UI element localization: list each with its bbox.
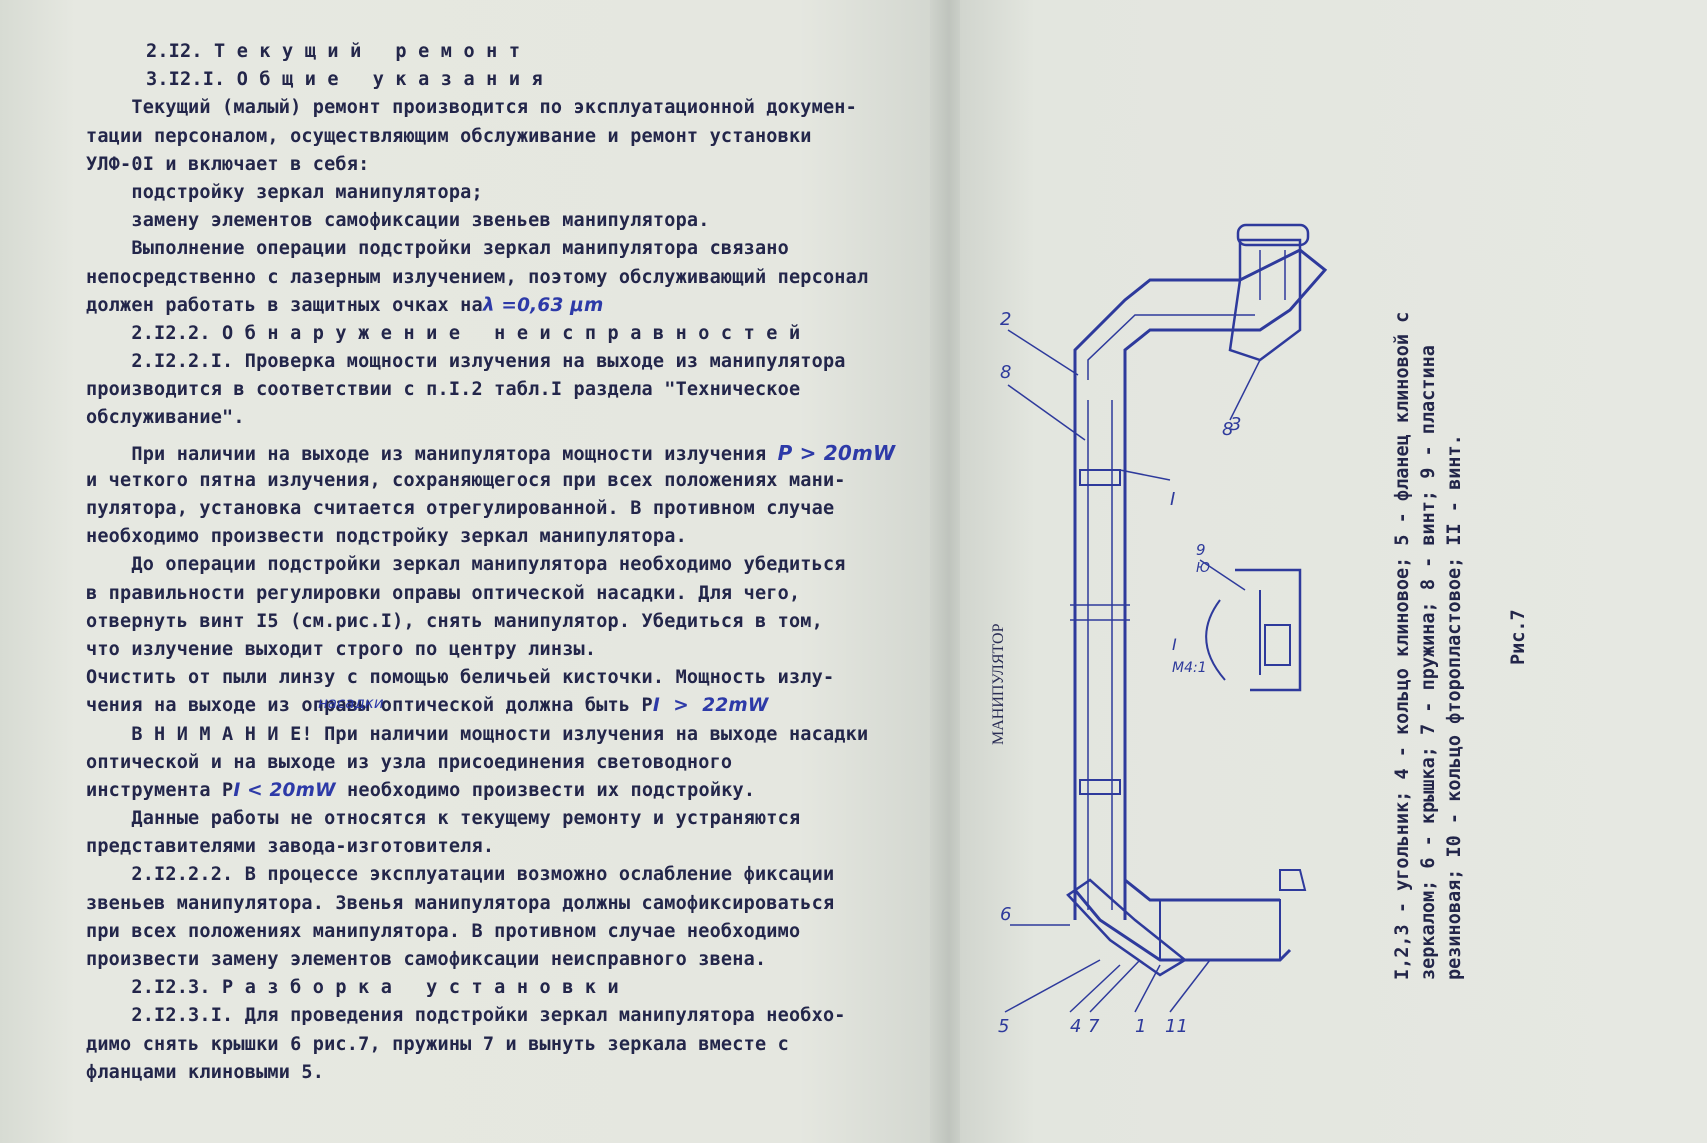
callout-label: 8	[1222, 419, 1233, 440]
text-line: чения на выходе из оправы оптической дол…	[86, 692, 926, 720]
text-line: отвернуть винт I5 (см.рис.I), снять мани…	[86, 610, 823, 632]
text-line: представителями завода-изготовителя.	[86, 836, 495, 858]
text-fragment: должен работать в защитных очках на	[86, 294, 483, 316]
figure-title: МАНИПУЛЯТОР	[990, 623, 1007, 745]
heading-3-12-1: 3.I2.I. О б щ и е у к а з а н и я	[146, 69, 543, 91]
callout-label: 6	[1000, 904, 1011, 925]
text-line: должен работать в защитных очках наλ =0,…	[86, 292, 926, 320]
callout-label: 2	[1000, 309, 1011, 330]
text-line: димо снять крышки 6 рис.7, пружины 7 и в…	[86, 1033, 789, 1055]
text-line: 2.I2.2.2. В процессе эксплуатации возмож…	[86, 864, 835, 886]
text-line: Данные работы не относятся к текущему ре…	[86, 808, 801, 830]
text-line: тации персоналом, осуществляющим обслужи…	[86, 125, 812, 147]
callout-label: 5	[998, 1016, 1009, 1037]
caption-line: резиновая; I0 - кольцо фторопластовое; I…	[1444, 434, 1465, 980]
text-fragment: инструмента P	[86, 779, 234, 801]
callout-label: 11	[1165, 1016, 1188, 1037]
text-line: Текущий (малый) ремонт производится по э…	[86, 97, 857, 119]
text-line: и четкого пятна излучения, сохраняющегос…	[86, 469, 846, 491]
text-fragment: необходимо произвести их подстройку.	[335, 779, 756, 801]
callout-label: I	[1170, 489, 1175, 510]
callout-label: 7	[1088, 1016, 1100, 1037]
figure-number: Рис.7	[1508, 609, 1529, 665]
text-line: подстройку зеркал манипулятора;	[86, 181, 483, 203]
detail-scale: М4:1	[1172, 660, 1207, 676]
callout-label: 4	[1070, 1016, 1081, 1037]
text-line: УЛФ-0I и включает в себя:	[86, 153, 370, 175]
text-line: что излучение выходит строго по центру л…	[86, 638, 597, 660]
text-line: в правильности регулировки оправы оптиче…	[86, 582, 801, 604]
text-block: 2.I2. Т е к у щ и й р е м о н т 3.I2.I. …	[86, 38, 926, 1087]
text-line: 2.I2.3.I. Для проведения подстройки зерк…	[86, 1005, 846, 1027]
text-line: При наличии на выходе из манипулятора мо…	[86, 439, 926, 467]
text-line: оптической и на выходе из узла присоедин…	[86, 751, 733, 773]
caption-line: зеркалом; 6 - крышка; 7 - пружина; 8 - в…	[1418, 345, 1439, 980]
text-line: Выполнение операции подстройки зеркал ма…	[86, 238, 789, 260]
text-line: обслуживание".	[86, 407, 245, 429]
detail-label: I	[1172, 635, 1177, 654]
handwritten-wavelength: λ =0,63 μm	[482, 294, 604, 316]
text-line: замену элементов самофиксации звеньев ма…	[86, 210, 710, 232]
handwritten-power-threshold: P > 20mW	[777, 440, 896, 465]
caption-line: I,2,3 - угольник; 4 - кольцо клиновое; 5…	[1392, 311, 1413, 980]
text-line: звеньев манипулятора. Звенья манипулятор…	[86, 892, 835, 914]
text-line: Очистить от пыли линзу с помощью беличье…	[86, 667, 835, 689]
text-fragment: чения на выходе из оправы оптической дол…	[86, 695, 653, 717]
detail-leader-label-2: Ю	[1196, 561, 1210, 576]
detail-leader-label: 9	[1196, 541, 1206, 559]
heading-2-12-2: 2.I2.2. О б н а р у ж е н и е н е и с п …	[86, 322, 801, 344]
text-line: при всех положениях манипулятора. В прот…	[86, 920, 801, 942]
text-line: необходимо произвести подстройку зеркал …	[86, 526, 687, 548]
text-line: пулятора, установка считается отрегулиро…	[86, 498, 835, 519]
right-page: 2 8 8 3 I 6 5 4 7 1 11 I М4:1 9 Ю МАНИПУ…	[960, 0, 1707, 1143]
text-line: До операции подстройки зеркал манипулято…	[86, 554, 846, 576]
text-line: В Н И М А Н И Е! При наличии мощности из…	[86, 723, 869, 745]
left-page: 2.I2. Т е к у щ и й р е м о н т 3.I2.I. …	[0, 0, 940, 1143]
callout-label: 8	[1000, 362, 1011, 383]
text-line: непосредственно с лазерным излучением, п…	[86, 266, 869, 288]
text-line: произвести замену элементов самофиксации…	[86, 949, 767, 970]
callout-label: 1	[1135, 1016, 1146, 1037]
text-line: фланцами клиновыми 5.	[86, 1061, 325, 1083]
heading-2-12-3: 2.I2.3. Р а з б о р к а у с т а н о в к …	[86, 977, 619, 999]
handwritten-insert-word: насадки	[318, 694, 384, 712]
heading-2-12: 2.I2. Т е к у щ и й р е м о н т	[146, 41, 521, 62]
text-line: производится в соответствии с п.I.2 табл…	[86, 379, 801, 401]
manipulator-drawing: 2 8 8 3 I 6 5 4 7 1 11 I М4:1 9 Ю	[998, 223, 1328, 1037]
callout-label: 3	[1230, 414, 1241, 435]
handwritten-power-20: I < 20mW	[233, 779, 336, 801]
text-fragment: При наличии на выходе из манипулятора мо…	[86, 443, 767, 465]
handwritten-power-22: I > 22mW	[652, 695, 769, 717]
text-line: 2.I2.2.I. Проверка мощности излучения на…	[86, 351, 846, 373]
text-line: инструмента PI < 20mW необходимо произве…	[86, 777, 926, 805]
